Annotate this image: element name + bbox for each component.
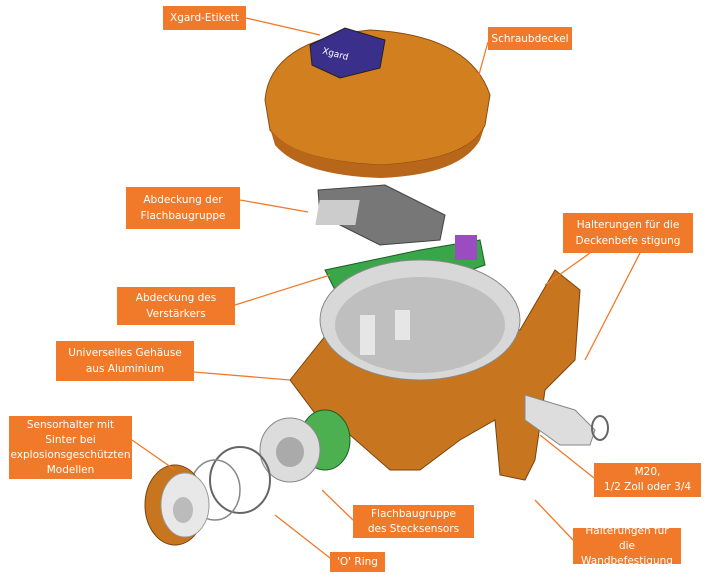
- label-text: Wandbefestigung: [581, 554, 673, 567]
- label-text: Sinter bei: [45, 433, 96, 446]
- screw-cover-part: Xgard: [264, 27, 491, 178]
- leader-lines: [131, 17, 641, 559]
- label-schraubdeckel: Schraubdeckel: [488, 27, 572, 50]
- label-text: Sensorhalter mit: [26, 418, 115, 431]
- label-text: Universelles Gehäuse: [68, 347, 182, 359]
- label-text: Flachbaugruppe: [371, 507, 456, 520]
- label-text: Kabeleingänge M20,: [608, 451, 687, 478]
- label-text: Halterungen für die: [576, 219, 680, 231]
- label-text: aus Aluminium: [85, 363, 165, 375]
- label-xgard-etikett: Xgard-Etikett: [163, 6, 246, 30]
- label-text: Deckenbefe stigung: [575, 235, 681, 247]
- label-text: Verstärkers: [146, 308, 206, 320]
- label-text: Flachbaugruppe: [140, 210, 226, 222]
- label-text: Xgard-Etikett: [170, 12, 239, 24]
- label-text: 1/2 Zoll oder 3/4 Zoll: [603, 481, 692, 508]
- label-sensor-pcb: Flachbaugruppe des Stecksensors: [353, 505, 474, 538]
- label-text: Abdeckung der: [143, 194, 223, 206]
- label-text: explosionsgeschützten: [10, 448, 131, 461]
- label-text: Abdeckung des: [135, 292, 217, 304]
- label-text: Modellen: [46, 463, 95, 476]
- label-cable-entries: Kabeleingänge M20, 1/2 Zoll oder 3/4 Zoll: [594, 451, 701, 508]
- label-text: Halterungen für die: [585, 524, 669, 552]
- housing-part: [289, 259, 581, 481]
- label-o-ring: 'O' Ring: [330, 552, 385, 572]
- label-text: des Stecksensors: [367, 522, 460, 535]
- label-text: Schraubdeckel: [491, 32, 569, 45]
- label-text: 'O' Ring: [337, 556, 378, 568]
- label-housing: Universelles Gehäuse aus Aluminium: [56, 341, 194, 381]
